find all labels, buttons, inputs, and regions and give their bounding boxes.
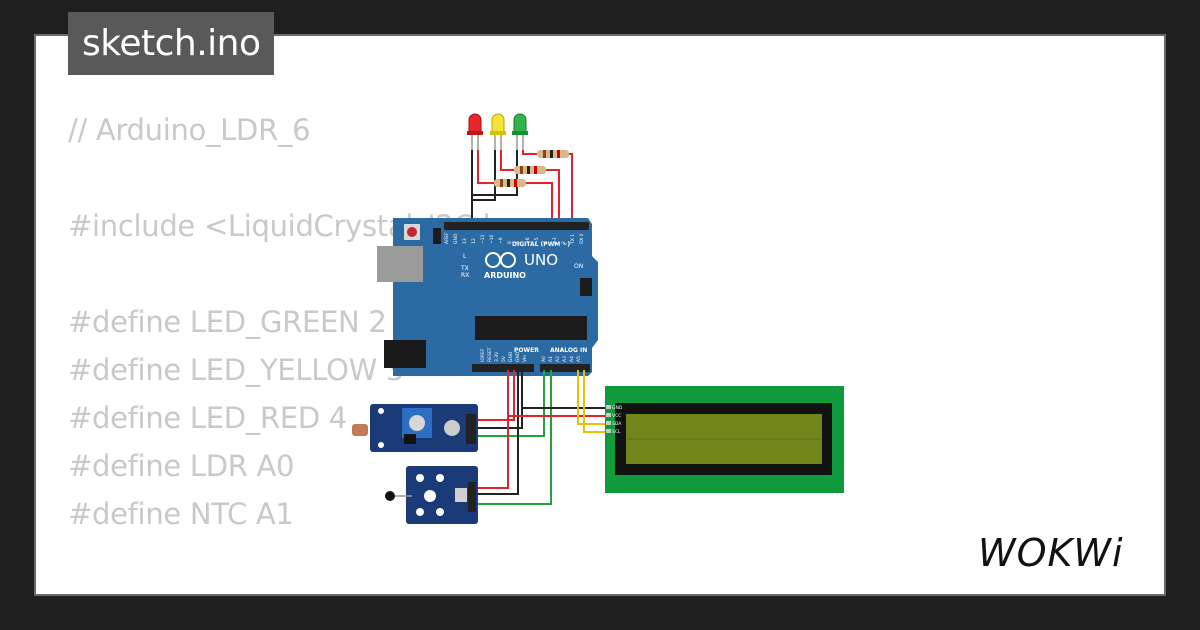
file-tab[interactable]: sketch.ino (68, 12, 275, 75)
power-jack (384, 340, 426, 368)
power-pin-label: 3.3V (494, 351, 500, 362)
digital-pin-label: ~3 (552, 237, 558, 244)
usb-port (377, 246, 423, 282)
ntc-sensor-module[interactable] (385, 466, 478, 524)
board-model-label: UNO (524, 251, 558, 269)
power-pin-label: Vin (522, 355, 528, 362)
resistor[interactable] (537, 150, 569, 158)
digital-pin-label: ~9 (498, 237, 504, 244)
digital-pin-label: 2 (561, 241, 567, 244)
resistor[interactable] (514, 166, 546, 174)
tx-label: TX (460, 265, 469, 272)
logo-text: WOKWi (978, 531, 1124, 575)
analog-header (540, 364, 590, 372)
analog-pin-label: A2 (555, 356, 561, 362)
l-label: L (463, 253, 467, 260)
digital-pin-label: TX 1 (570, 234, 576, 245)
power-pin-label: RESET (487, 347, 493, 362)
lcd-pin-label: SDA (612, 421, 622, 427)
digital-pin-label: AREF (444, 232, 450, 244)
digital-pin-label: 4 (543, 241, 549, 244)
analog-pin-label: A0 (541, 356, 547, 362)
digital-pin-label: 7 (516, 241, 522, 244)
lcd-pin-label: VCC (612, 413, 621, 419)
resistor[interactable] (494, 179, 526, 187)
power-pin-label: IOREF (480, 348, 486, 362)
microcontroller-chip (475, 316, 587, 340)
digital-pin-label: 8 (507, 241, 513, 244)
led-green[interactable] (512, 113, 528, 152)
lcd-16x2-display[interactable]: GND VCC SDA SCL (605, 386, 844, 493)
ldr-sensor-module[interactable] (352, 404, 478, 452)
code-line: #define LDR A0 (68, 449, 295, 483)
code-line: #define NTC A1 (68, 497, 294, 531)
digital-header (444, 222, 589, 230)
on-label: ON (574, 263, 583, 270)
arduino-logo-icon (485, 252, 516, 268)
analog-pin-label: A4 (569, 356, 575, 362)
digital-pin-label: ~11 (480, 234, 486, 244)
wokwi-logo: WOKWi (978, 531, 1124, 575)
power-label: POWER (514, 347, 539, 354)
led-yellow[interactable] (490, 113, 506, 152)
code-editor: // Arduino_LDR_6#include <LiquidCrystal_… (68, 106, 525, 594)
power-header (472, 364, 534, 372)
board-brand-label: ARDUINO (484, 271, 526, 280)
digital-label: DIGITAL (PWM ~) (512, 241, 570, 248)
analog-pin-label: A1 (548, 356, 554, 362)
lcd-pin-label: GND (612, 405, 623, 411)
analog-pin-label: A5 (576, 356, 582, 362)
arduino-uno-board[interactable]: ON L TX RX UNO ARDUINO DIGITAL (PWM ~) P… (377, 218, 598, 376)
power-pin-label: 5V (501, 355, 507, 362)
digital-pin-label: ~5 (534, 237, 540, 244)
digital-pin-label: ~6 (525, 237, 531, 244)
sensor-wires (478, 370, 608, 505)
preview-card: // Arduino_LDR_6#include <LiquidCrystal_… (34, 34, 1166, 596)
digital-pin-label: GND (453, 233, 459, 244)
led-wires (471, 150, 573, 225)
code-line: #define LED_RED 4 (68, 401, 347, 435)
led-red[interactable] (467, 113, 483, 152)
digital-pin-label: RX 0 (579, 233, 585, 244)
rx-label: RX (461, 272, 469, 279)
code-line: #define LED_GREEN 2 (68, 305, 387, 339)
code-line: #define I2C_ADDR 0x27 (68, 586, 525, 594)
digital-pin-label: 13 (462, 238, 468, 244)
code-line: // Arduino_LDR_6 (68, 113, 311, 147)
lcd-pin-labels: GND VCC SDA SCL (612, 405, 623, 435)
reset-button[interactable] (407, 227, 417, 237)
power-pin-label: GND (508, 351, 514, 362)
lcd-pin-label: SCL (612, 429, 621, 435)
analog-label: ANALOG IN (550, 347, 587, 354)
digital-pin-label: ~10 (489, 234, 495, 244)
digital-pin-label: 12 (471, 238, 477, 244)
power-pin-label: GND (515, 351, 521, 362)
analog-pin-label: A3 (562, 356, 568, 362)
